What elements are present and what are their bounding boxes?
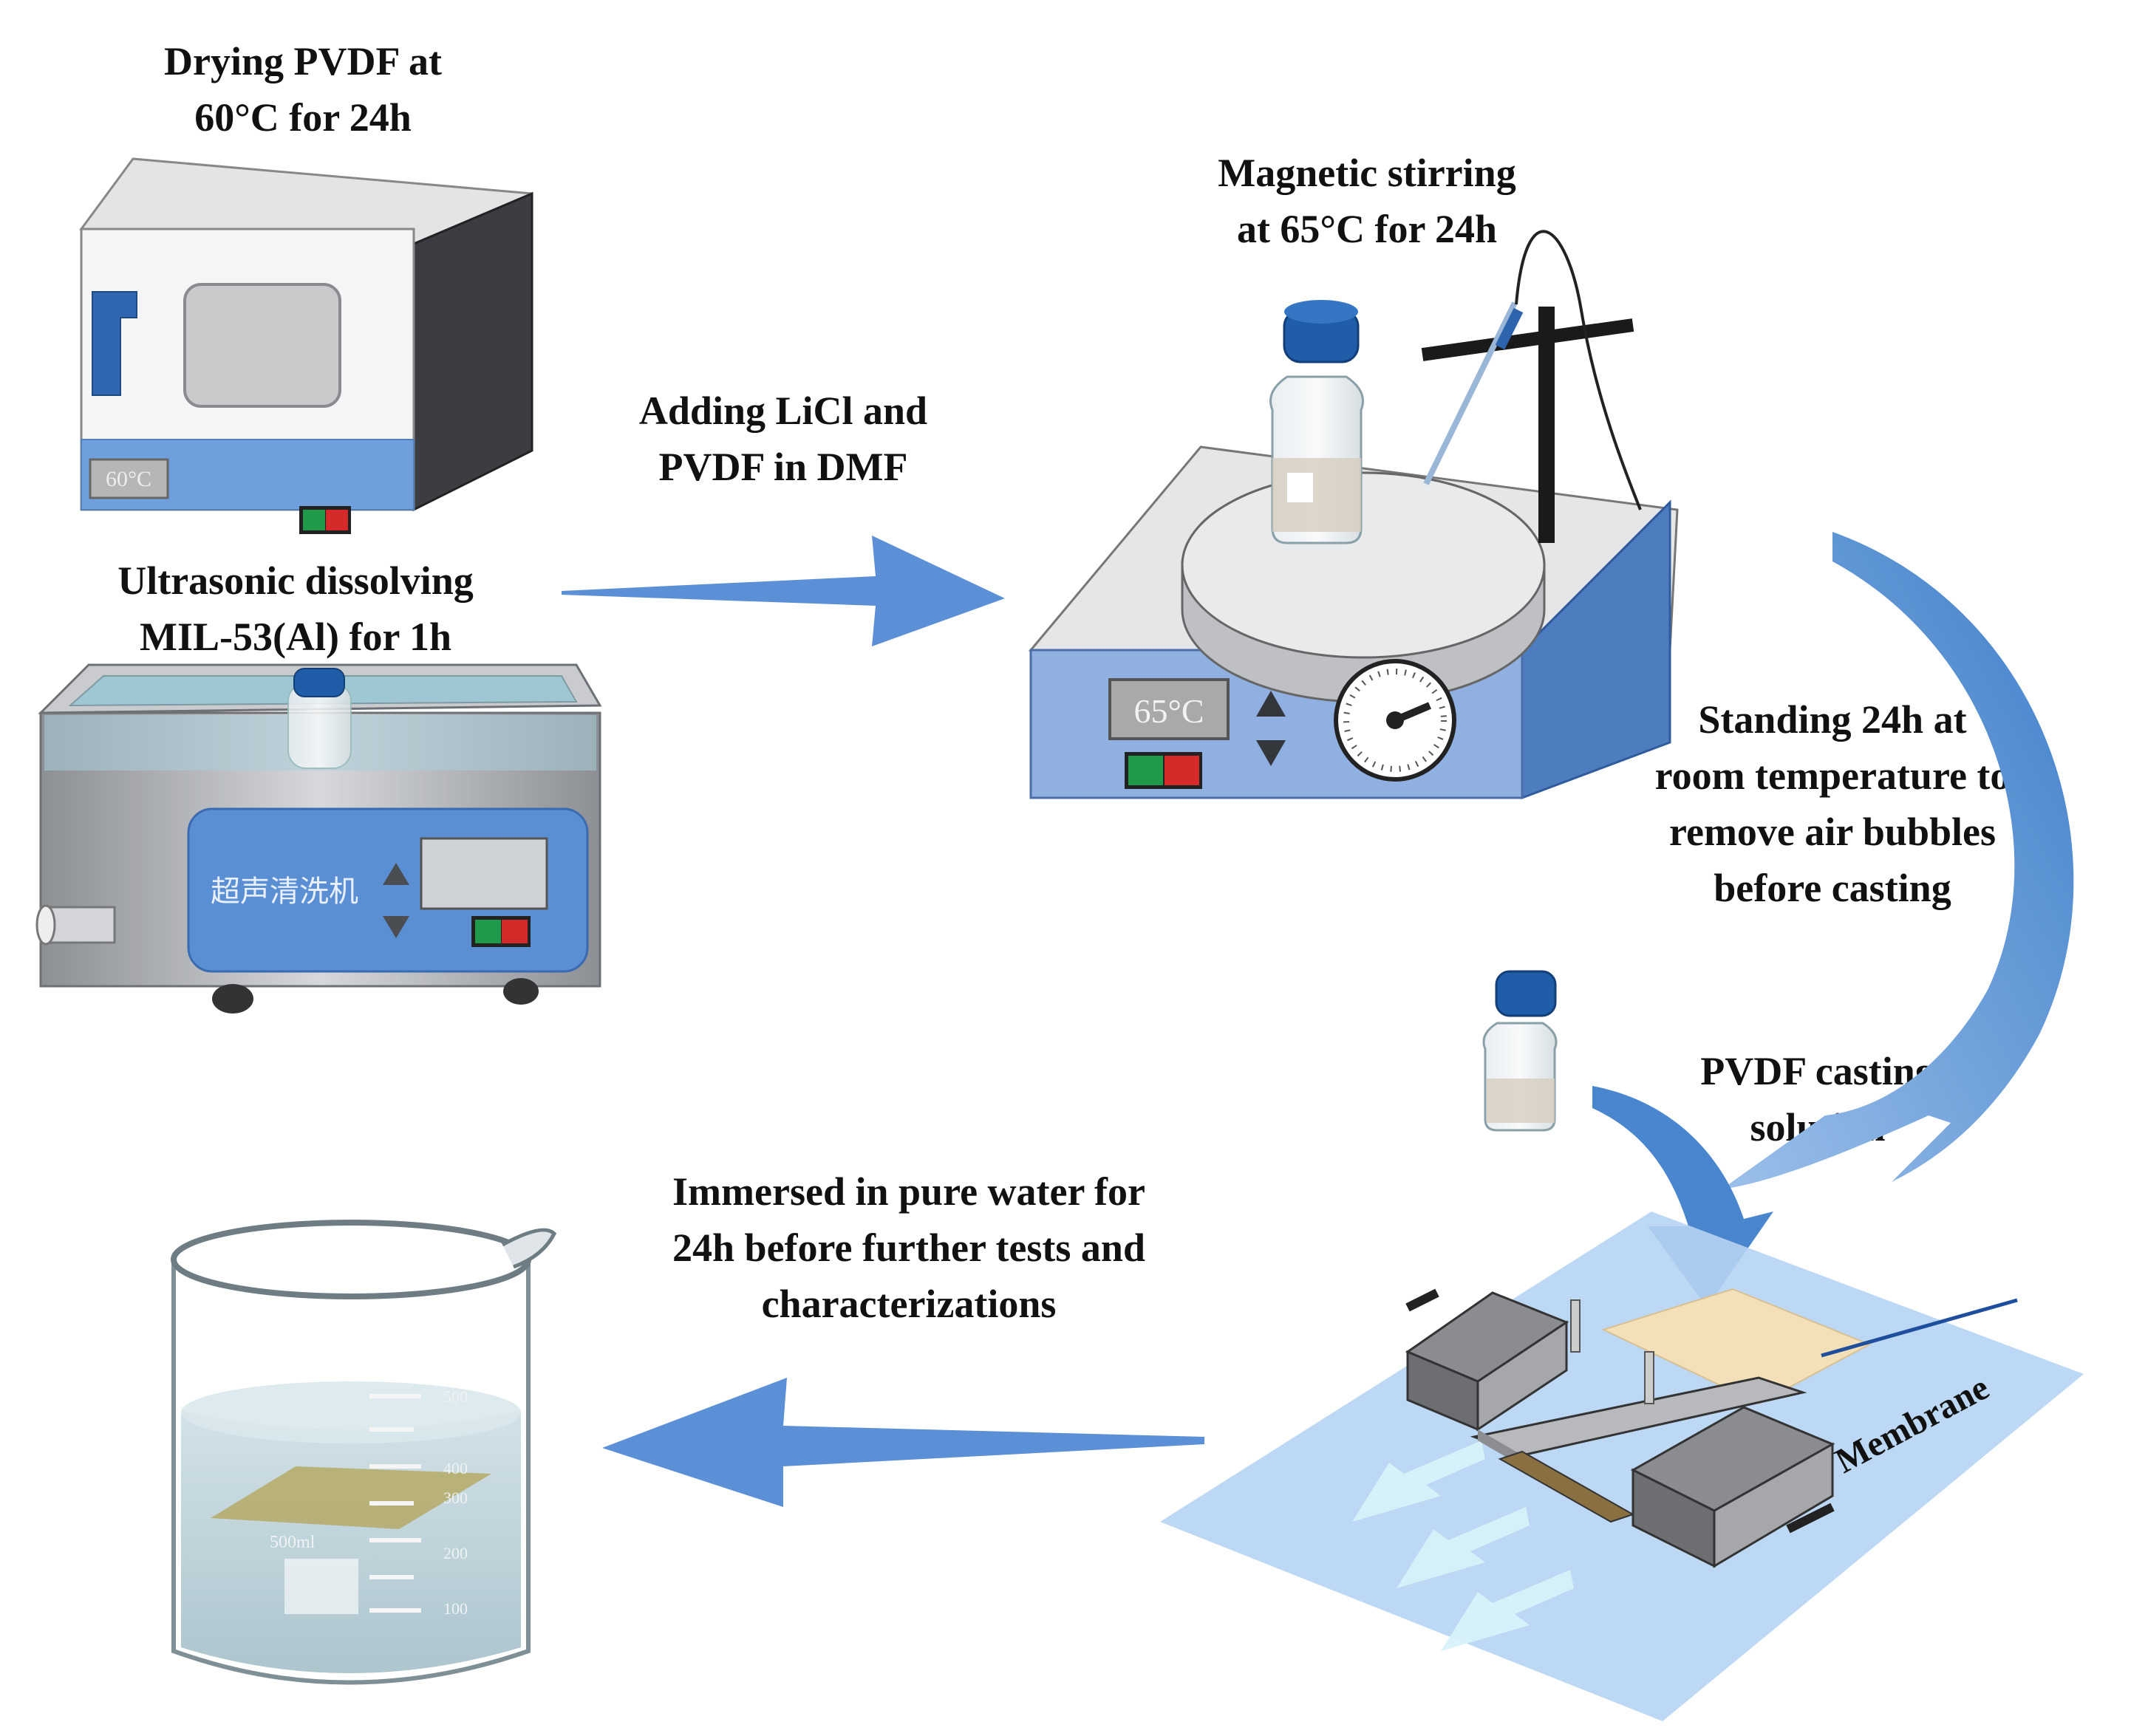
drying-label: Drying PVDF at 60°C for 24h <box>164 39 442 140</box>
ultrasonic-cleaner: 超声清洗机 <box>35 663 602 1014</box>
beaker-mark-300: 300 <box>443 1489 468 1507</box>
cleaner-label: 超声清洗机 <box>211 875 358 908</box>
adding-label: Adding LiCl and PVDF in DMF <box>638 389 928 489</box>
drying-oven: 60°C <box>79 157 533 534</box>
standing-label: Standing 24h at room temperature to remo… <box>1654 697 2011 910</box>
immersed-label: Immersed in pure water for 24h before fu… <box>672 1169 1145 1326</box>
beaker-mark-200: 200 <box>443 1544 468 1562</box>
casting-setup: Membrane <box>1160 970 2084 1721</box>
curved-arrow-to-casting <box>1722 532 2074 1189</box>
oven-display: 60°C <box>106 467 151 491</box>
arrow-to-beaker <box>602 1378 1204 1507</box>
magnetic-label: Magnetic stirring at 65°C for 24h <box>1218 151 1516 251</box>
beaker-mark-100: 100 <box>443 1599 468 1618</box>
beaker-volume: 500ml <box>270 1533 316 1552</box>
arrow-to-stirrer <box>562 536 1005 646</box>
beaker-mark-500: 500 <box>443 1387 468 1406</box>
magnetic-stirrer: 65°C <box>1028 230 1679 800</box>
beaker-mark-400: 400 <box>443 1459 468 1477</box>
water-beaker: 500 400 300 200 100 500ml <box>171 1220 557 1685</box>
ultrasonic-label: Ultrasonic dissolving MIL-53(Al) for 1h <box>117 558 474 659</box>
stirrer-display: 65°C <box>1133 692 1204 730</box>
